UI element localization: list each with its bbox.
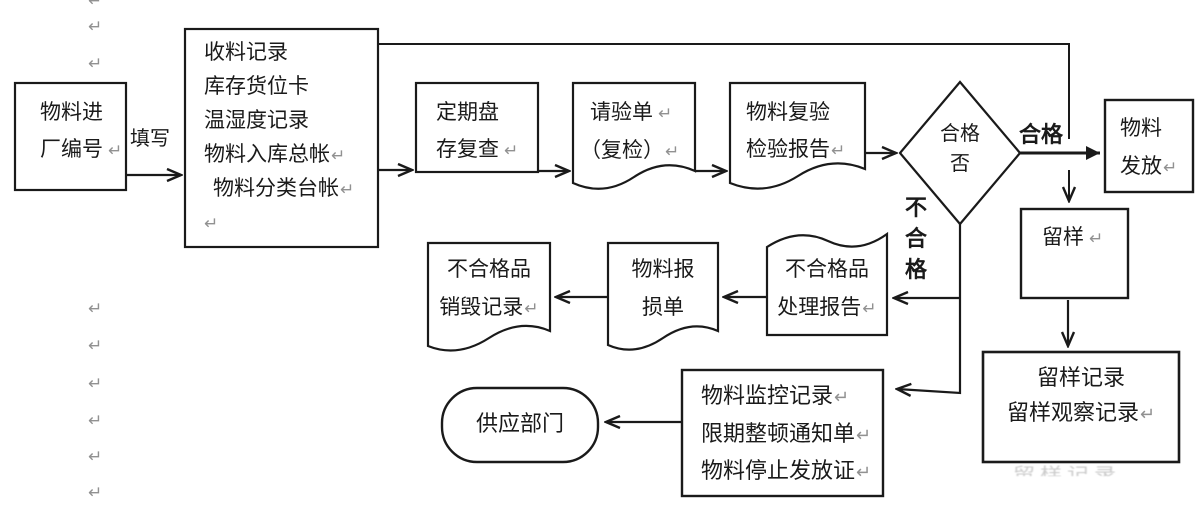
return-mark: ↵ — [88, 299, 103, 318]
ghost-text: 留样记录 — [1013, 464, 1122, 477]
node-decision-diamond — [898, 80, 1022, 226]
node-label: 物料监控记录 — [701, 383, 834, 408]
node-label: 不合格品 — [785, 258, 869, 281]
node-label: 否 — [950, 153, 970, 175]
return-mark: ↵ — [856, 424, 872, 445]
node-label: 损单 — [642, 296, 684, 319]
return-mark: ↵ — [88, 374, 103, 393]
return-mark: ↵ — [204, 213, 219, 233]
node-sample-retention — [1019, 207, 1130, 300]
return-mark: ↵ — [88, 17, 103, 36]
node-label: 存复查 — [436, 138, 499, 161]
node-label: 处理报告 — [777, 296, 862, 319]
node-material-issuance — [1103, 98, 1195, 194]
connector-records-top-route — [378, 43, 1070, 139]
ghost-text-remnant: 留样记录 — [1013, 461, 1148, 477]
periodic-check-text: 定期盘 存复查↵ — [436, 94, 518, 169]
scrap-form-text: 物料报 损单 — [608, 251, 718, 327]
edge-label-text: 合格 — [1019, 122, 1064, 147]
decision-text: 合格 否 — [900, 119, 1020, 179]
node-label: 供应部门 — [475, 411, 564, 436]
inspection-request-text: 请验单↵ （复检）↵ — [580, 94, 680, 170]
material-issuance-text: 物料 发放↵ — [1120, 110, 1177, 186]
return-mark: ↵ — [504, 140, 519, 160]
node-label: 物料停止发放证 — [701, 458, 856, 483]
return-mark: ↵ — [862, 298, 877, 318]
receiving-records-text: 收料记录 库存货位卡 温湿度记录 物料入库总帐↵ 物料分类台帐↵ ↵ — [204, 36, 354, 240]
node-label: 物料进 — [40, 101, 103, 124]
node-label: 检验报告 — [746, 138, 830, 161]
node-supply-department — [440, 386, 600, 464]
node-label: 不合格品 — [447, 258, 531, 281]
node-material-entry-no — [13, 81, 128, 192]
node-scrap-form — [606, 241, 720, 351]
node-label: 定期盘 — [436, 101, 499, 124]
return-mark: ↵ — [88, 483, 103, 502]
reinspection-report-text: 物料复验 检验报告↵ — [746, 94, 845, 169]
node-label: 发放 — [1120, 155, 1162, 178]
return-mark: ↵ — [340, 179, 355, 199]
material-entry-no-text: 物料进 厂编号↵ — [40, 94, 122, 169]
sample-retention-text: 留样↵ — [1042, 221, 1103, 255]
node-label: 销毁记录 — [439, 296, 524, 319]
destruction-records-text: 不合格品 销毁记录↵ — [428, 251, 550, 327]
return-mark: ↵ — [524, 298, 539, 318]
return-mark: ↵ — [831, 140, 846, 160]
disposal-report-text: 不合格品 处理报告↵ — [767, 251, 887, 327]
return-mark: ↵ — [88, 447, 103, 466]
node-label: 限期整顿通知单 — [701, 420, 856, 446]
arrow-fail-to-monitoring-docs — [897, 297, 962, 393]
node-label: 厂编号 — [40, 138, 103, 161]
node-label: 物料入库总帐 — [204, 143, 330, 166]
node-label: 物料复验 — [746, 101, 830, 124]
return-mark: ↵ — [658, 103, 673, 123]
node-sample-records — [981, 350, 1181, 464]
node-reinspection-report — [728, 81, 867, 190]
node-label: 物料分类台帐 — [213, 177, 339, 200]
return-mark: ↵ — [1089, 228, 1104, 248]
return-mark: ↵ — [88, 411, 103, 430]
node-label: 物料报 — [631, 258, 695, 281]
edge-label-text: 不合格 — [905, 195, 928, 282]
return-mark: ↵ — [88, 54, 103, 73]
node-label: 库存货位卡 — [204, 75, 309, 98]
return-mark: ↵ — [1163, 157, 1178, 177]
supply-department-text: 供应部门 — [442, 407, 598, 441]
edge-label-pass: 合格 — [1019, 118, 1063, 152]
node-label: 请验单 — [590, 101, 653, 124]
return-mark: ↵ — [108, 140, 123, 160]
return-mark: ↵ — [331, 145, 346, 165]
return-mark: ↵ — [88, 0, 103, 10]
node-label: 留样 — [1042, 226, 1084, 249]
node-inspection-request — [571, 81, 697, 190]
node-label: 合格 — [940, 123, 980, 145]
node-label: （复检） — [580, 139, 664, 162]
return-mark: ↵ — [1139, 404, 1156, 424]
node-label: 温湿度记录 — [204, 109, 309, 132]
return-mark: ↵ — [88, 336, 103, 355]
edge-label-fail: 不合格 — [905, 192, 932, 285]
node-periodic-check — [414, 81, 540, 174]
node-label: 留样记录 — [1036, 365, 1125, 390]
node-label: 物料 — [1120, 117, 1162, 140]
node-destruction-records — [426, 241, 552, 352]
node-receiving-records — [183, 27, 380, 249]
node-disposal-report — [765, 231, 889, 337]
return-mark: ↵ — [856, 462, 872, 482]
edge-label-text: 填写 — [130, 128, 170, 150]
monitoring-docs-text: 物料监控记录↵ 限期整顿通知单↵ 物料停止发放证↵ — [701, 378, 871, 491]
return-mark: ↵ — [665, 141, 680, 161]
edge-label-fill-in: 填写 — [130, 122, 170, 156]
sample-records-text: 留样记录 留样观察记录↵ — [983, 360, 1179, 432]
return-mark: ↵ — [834, 387, 850, 407]
node-label: 收料记录 — [204, 41, 288, 64]
node-monitoring-docs — [680, 368, 885, 498]
node-label: 留样观察记录 — [1006, 400, 1139, 425]
